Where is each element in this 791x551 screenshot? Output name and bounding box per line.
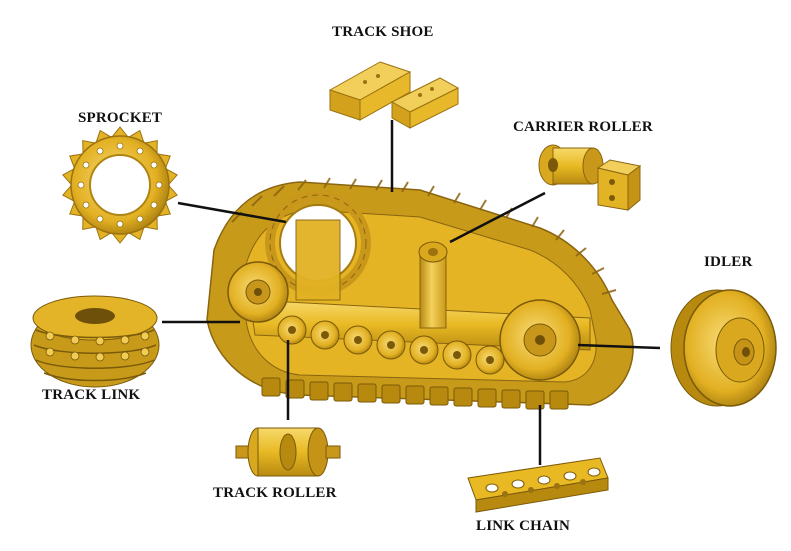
leader-line-carrier-roller <box>449 191 546 244</box>
track-link-icon <box>30 295 160 388</box>
carrier-roller-icon <box>538 144 642 212</box>
undercarriage-assembly-icon <box>206 177 634 410</box>
label-track-link: TRACK LINK <box>42 387 141 403</box>
sprocket-icon <box>62 126 178 244</box>
label-track-roller: TRACK ROLLER <box>213 485 337 501</box>
track-roller-icon <box>235 427 341 477</box>
link-chain-icon <box>467 457 609 513</box>
leader-line-sprocket <box>177 201 287 224</box>
idler-wheel-icon <box>670 289 777 407</box>
leader-line-idler <box>577 343 661 350</box>
label-track-shoe: TRACK SHOE <box>332 24 434 40</box>
label-idler: IDLER <box>704 254 753 270</box>
label-sprocket: SPROCKET <box>78 110 163 126</box>
leader-lines <box>162 120 661 465</box>
label-carrier-roller: CARRIER ROLLER <box>513 119 653 135</box>
label-link-chain: LINK CHAIN <box>476 518 571 534</box>
track-shoe-icon <box>328 61 460 129</box>
